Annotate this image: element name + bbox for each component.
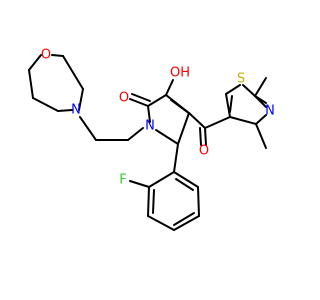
carbonyl-bridge: [188, 112, 231, 146]
atom-f: F: [119, 173, 126, 188]
methyl-bond-upper: [254, 77, 267, 97]
molecule-structure: O N N O OH O S: [28, 48, 275, 231]
phenyl-link-bond: [173, 143, 179, 173]
ketone-bond: [129, 93, 151, 107]
atom-n-thiazole: N: [265, 104, 275, 119]
atom-o-ketone: O: [119, 91, 129, 106]
thiazole-ring: [225, 84, 267, 125]
atom-n-pyrrole: N: [145, 119, 155, 134]
hydroxyl-bond: [165, 79, 174, 96]
atom-o-carbonyl: O: [199, 144, 209, 159]
structure-canvas: O N N O OH O S: [28, 48, 275, 231]
atom-s-thiazole: S: [237, 72, 245, 87]
atom-oh: OH: [170, 66, 190, 81]
fluorine-bond: [129, 180, 150, 188]
propyl-linker: [79, 116, 144, 141]
methyl-bond-lower: [255, 123, 267, 149]
atom-n-morpholine: N: [71, 103, 81, 118]
pyrrolone-ring: [147, 94, 191, 145]
fluorophenyl-ring: [147, 171, 200, 231]
morpholine-ring: [28, 54, 84, 112]
atom-o-morpholine: O: [41, 48, 51, 63]
